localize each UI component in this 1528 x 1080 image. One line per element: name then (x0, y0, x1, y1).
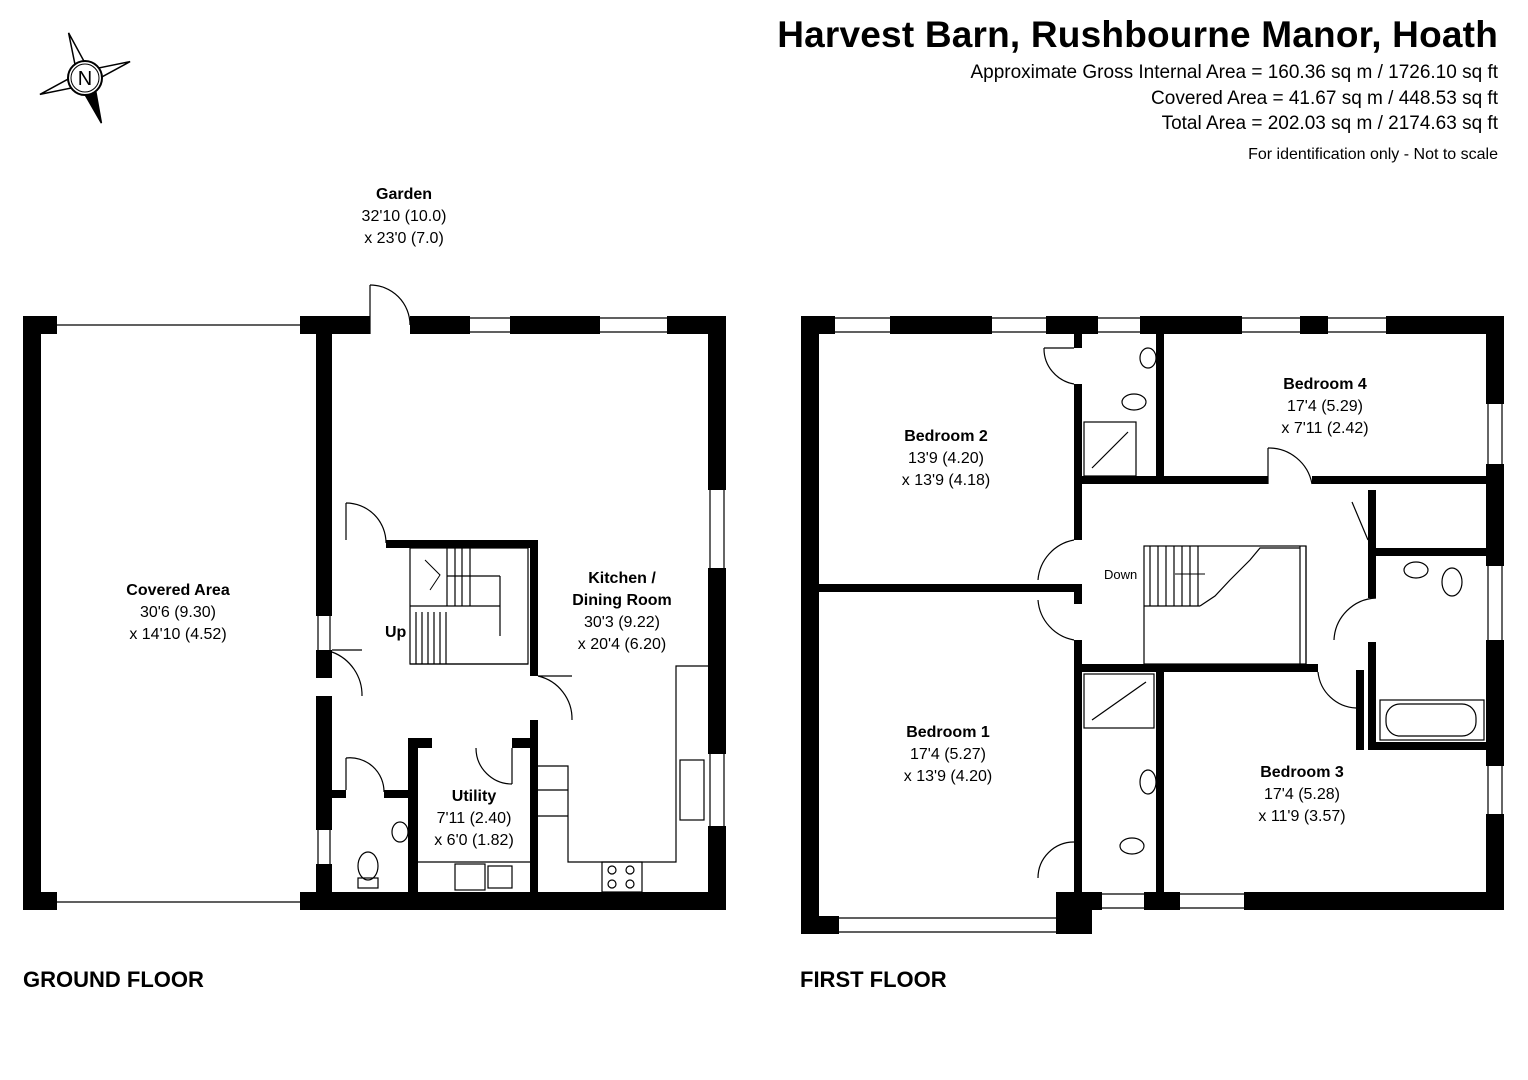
kitchen-name-line2: Dining Room (572, 592, 672, 609)
bedroom-3-name: Bedroom 3 (1260, 764, 1344, 781)
bedroom-4-dim1: 17'4 (5.29) (1287, 398, 1363, 415)
bedroom-2-dim2: x 13'9 (4.18) (901, 472, 991, 489)
covered-area-total: Covered Area = 41.67 sq m / 448.53 sq ft (1151, 88, 1498, 109)
covered-area-dim1: 30'6 (9.30) (139, 604, 216, 621)
plan-title: Harvest Barn, Rushbourne Manor, Hoath (777, 14, 1498, 55)
room-label-bedroom-2: Bedroom 2 13'9 (4.20) x 13'9 (4.18) (902, 426, 990, 492)
utility-dim1: 7'11 (2.40) (436, 810, 512, 827)
ground-floor-details (57, 284, 725, 903)
room-label-garden: Garden 32'10 (10.0) x 23'0 (7.0) (362, 184, 447, 250)
room-label-covered-area: Covered Area 30'6 (9.30) x 14'10 (4.52) (126, 580, 229, 646)
bedroom-3-dim1: 17'4 (5.28) (1264, 786, 1340, 803)
kitchen-dim2: x 20'4 (6.20) (577, 636, 667, 653)
ground-floor-walls (23, 316, 726, 910)
room-label-bedroom-4: Bedroom 4 17'4 (5.29) x 7'11 (2.42) (1281, 374, 1368, 440)
disclaimer: For identification only - Not to scale (1248, 146, 1498, 163)
bedroom-4-name: Bedroom 4 (1283, 376, 1367, 393)
north-compass-icon: N (39, 32, 131, 124)
covered-area-name: Covered Area (126, 582, 230, 599)
room-label-bedroom-3: Bedroom 3 17'4 (5.28) x 11'9 (3.57) (1258, 762, 1345, 828)
garden-name: Garden (375, 186, 433, 203)
bedroom-2-name: Bedroom 2 (904, 428, 988, 445)
garden-dim2: x 23'0 (7.0) (364, 230, 444, 247)
bedroom-1-dim1: 17'4 (5.27) (910, 746, 986, 763)
total-area: Total Area = 202.03 sq m / 2174.63 sq ft (1161, 113, 1498, 134)
bedroom-1-dim2: x 13'9 (4.20) (903, 768, 993, 785)
gross-internal-area: Approximate Gross Internal Area = 160.36… (970, 62, 1498, 83)
room-label-kitchen: Kitchen / Dining Room 30'3 (9.22) x 20'4… (572, 568, 672, 656)
compass-letter: N (78, 68, 92, 90)
first-floor-details (835, 317, 1503, 933)
bedroom-1-name: Bedroom 1 (906, 724, 990, 741)
stairs-up-label: Up (385, 624, 407, 641)
utility-dim2: x 6'0 (1.82) (434, 832, 514, 849)
room-label-utility: Utility 7'11 (2.40) x 6'0 (1.82) (434, 786, 514, 852)
kitchen-name-line1: Kitchen / (588, 570, 656, 587)
stairs-down-label: Down (1104, 567, 1138, 582)
covered-area-dim2: x 14'10 (4.52) (129, 626, 227, 643)
bedroom-2-dim1: 13'9 (4.20) (908, 450, 984, 467)
ground-floor-label: GROUND FLOOR (23, 967, 204, 992)
bedroom-4-dim2: x 7'11 (2.42) (1281, 420, 1369, 437)
garden-dim1: 32'10 (10.0) (361, 208, 447, 225)
first-floor-walls (801, 316, 1504, 934)
room-label-bedroom-1: Bedroom 1 17'4 (5.27) x 13'9 (4.20) (904, 722, 992, 788)
kitchen-dim1: 30'3 (9.22) (583, 614, 660, 631)
bedroom-3-dim2: x 11'9 (3.57) (1258, 808, 1346, 825)
utility-name: Utility (451, 788, 497, 805)
first-floor-label: FIRST FLOOR (800, 967, 947, 992)
